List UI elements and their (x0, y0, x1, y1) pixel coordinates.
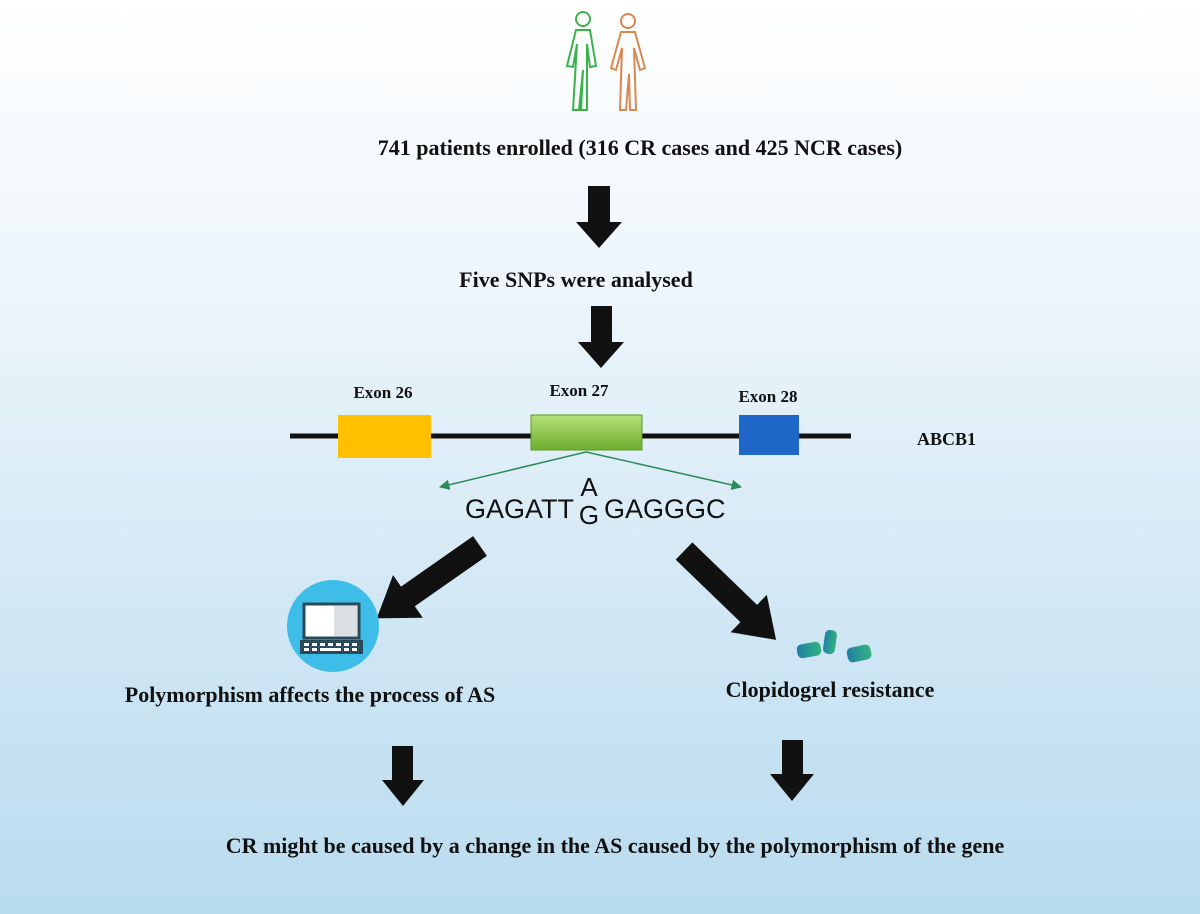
sequence-right: GAGGGC (604, 494, 726, 524)
as-effect-text: Polymorphism affects the process of AS (125, 682, 496, 707)
exon-26-label: Exon 26 (353, 383, 412, 402)
expand-arrow-right (585, 451, 743, 491)
exon-27-label: Exon 27 (549, 381, 609, 400)
sequence-variant-bottom: G (579, 500, 599, 530)
gene-name: ABCB1 (917, 429, 976, 449)
snps-text: Five SNPs were analysed (459, 267, 693, 292)
down-arrow-2 (578, 306, 624, 368)
exon-26-box (338, 415, 431, 458)
sequence-variant-top: A (580, 472, 598, 502)
resistance-text: Clopidogrel resistance (726, 677, 935, 702)
diagonal-arrow-right (675, 542, 777, 640)
exon-27-box (530, 414, 643, 451)
expand-arrow-left (438, 451, 587, 490)
enrolled-text: 741 patients enrolled (316 CR cases and … (378, 135, 903, 160)
down-arrow-4 (770, 740, 814, 801)
people-icon (565, 11, 647, 111)
pills-icon (796, 629, 872, 663)
down-arrow-1 (576, 186, 622, 248)
computer-icon (287, 580, 379, 672)
down-arrow-3 (382, 746, 424, 806)
diagonal-arrow-left (376, 536, 487, 619)
conclusion-text: CR might be caused by a change in the AS… (226, 833, 1005, 858)
exon-28-box (739, 415, 799, 455)
sequence-left: GAGATT (465, 494, 574, 524)
exon-28-label: Exon 28 (738, 387, 797, 406)
